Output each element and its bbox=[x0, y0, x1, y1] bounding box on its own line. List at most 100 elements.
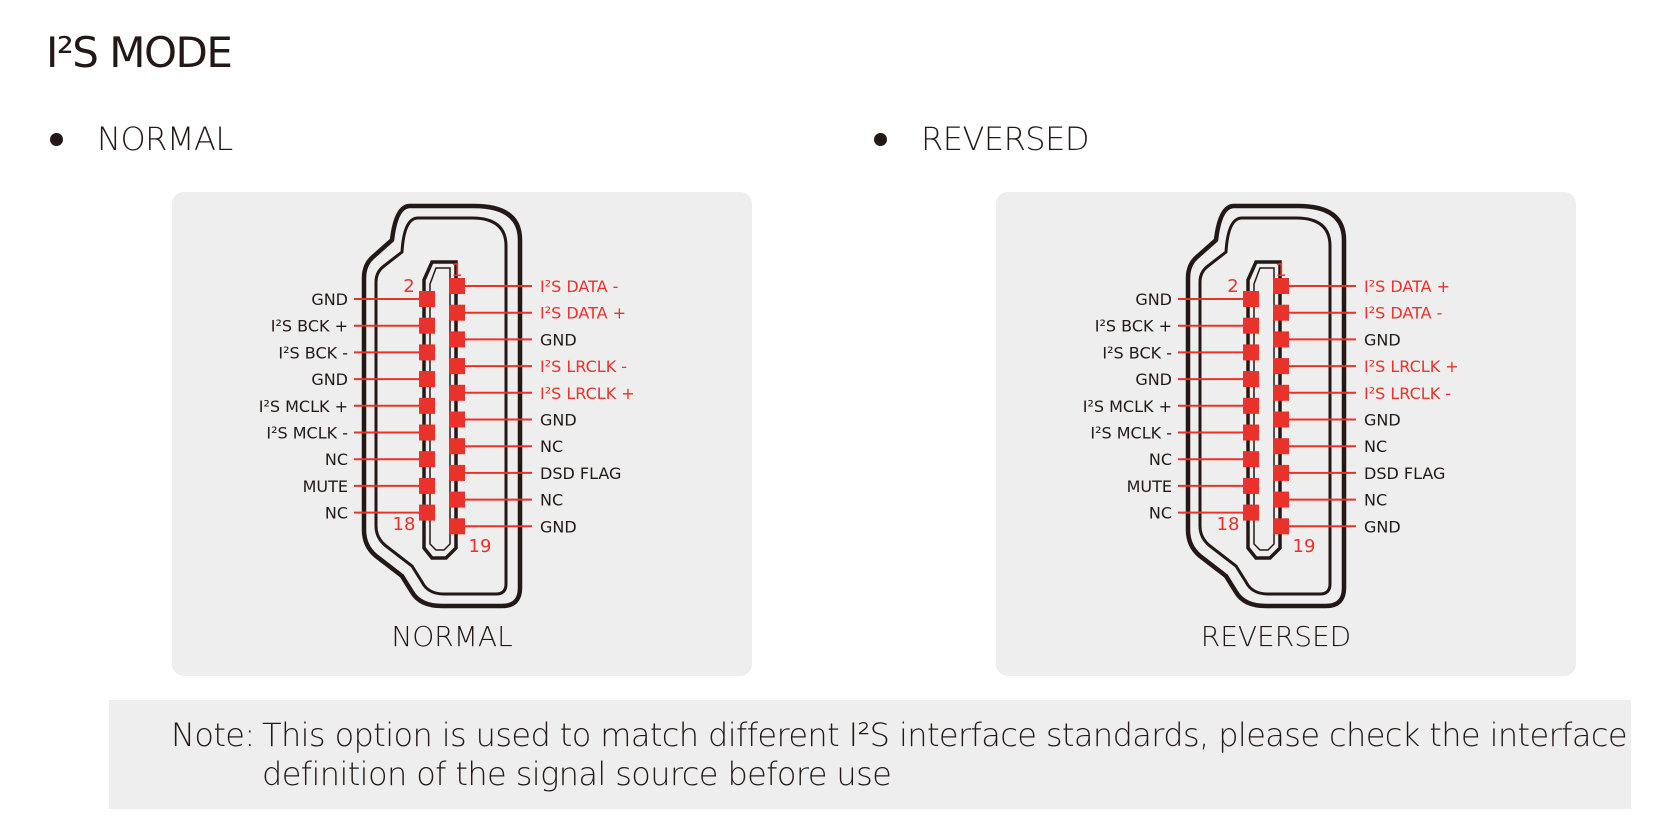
pin-pad-right bbox=[449, 411, 465, 428]
bullet-label-normal: NORMAL bbox=[97, 120, 233, 158]
pin-pad-left bbox=[1243, 397, 1259, 414]
pin-pad-left bbox=[1243, 291, 1259, 307]
pin-label-left: I²S MCLK - bbox=[266, 424, 348, 443]
pin-pad-right bbox=[1273, 278, 1289, 294]
pin-number-1: 1 bbox=[1275, 260, 1286, 281]
pin-pad-right bbox=[1273, 358, 1289, 375]
pin-label-left: I²S MCLK - bbox=[1090, 424, 1172, 443]
pin-label-left: I²S BCK - bbox=[1102, 343, 1172, 362]
pin-pad-left bbox=[419, 317, 435, 334]
pin-pad-left bbox=[419, 477, 435, 494]
pin-pad-right bbox=[1273, 491, 1289, 508]
pin-label-right: NC bbox=[540, 491, 563, 510]
pin-pad-left bbox=[419, 344, 435, 361]
pin-label-right: GND bbox=[1364, 330, 1401, 349]
connector-housing-inner bbox=[1198, 216, 1332, 596]
pin-pad-right bbox=[449, 518, 465, 535]
pin-pad-right bbox=[449, 438, 465, 455]
pin-pad-left bbox=[1243, 317, 1259, 334]
note-line-1: This option is used to match different I… bbox=[262, 716, 1628, 754]
note-line-2: definition of the signal source before u… bbox=[262, 755, 892, 793]
diagram-caption: REVERSED bbox=[1201, 620, 1351, 653]
pin-pad-right bbox=[1273, 518, 1289, 535]
pin-label-left: I²S MCLK + bbox=[1083, 397, 1172, 416]
pin-pad-right bbox=[449, 278, 465, 294]
pin-label-left: GND bbox=[1135, 370, 1172, 389]
pin-pad-right bbox=[1273, 304, 1289, 321]
bullet-dot-icon bbox=[50, 132, 63, 146]
pin-label-left: I²S BCK + bbox=[271, 317, 348, 336]
pin-label-right: I²S DATA + bbox=[540, 304, 626, 323]
pin-number-18: 18 bbox=[393, 514, 416, 535]
pin-label-right: I²S DATA + bbox=[1364, 277, 1450, 296]
pin-pad-left bbox=[419, 451, 435, 468]
pin-label-left: I²S BCK - bbox=[278, 343, 348, 362]
pin-label-right: I²S LRCLK - bbox=[540, 357, 627, 376]
pin-label-left: NC bbox=[1149, 450, 1172, 469]
pin-number-19: 19 bbox=[1293, 536, 1316, 557]
pin-label-right: GND bbox=[540, 517, 577, 536]
diagram-caption: NORMAL bbox=[391, 620, 512, 653]
pin-pad-right bbox=[449, 358, 465, 375]
pin-label-left: NC bbox=[325, 450, 348, 469]
pin-number-19: 19 bbox=[469, 536, 492, 557]
pin-label-left: GND bbox=[311, 370, 348, 389]
pin-pad-right bbox=[449, 331, 465, 348]
pin-label-right: GND bbox=[1364, 411, 1401, 430]
pin-number-18: 18 bbox=[1217, 514, 1240, 535]
pin-pad-left bbox=[419, 424, 435, 441]
pin-pad-right bbox=[449, 491, 465, 508]
pin-label-left: GND bbox=[311, 290, 348, 309]
pin-pad-right bbox=[1273, 464, 1289, 481]
pin-pad-left bbox=[1243, 477, 1259, 494]
pin-label-left: NC bbox=[1149, 504, 1172, 523]
pin-pad-right bbox=[449, 304, 465, 321]
pin-label-right: NC bbox=[540, 437, 563, 456]
pin-label-right: I²S DATA - bbox=[1364, 304, 1442, 323]
pin-pad-left bbox=[419, 504, 435, 521]
pin-pad-left bbox=[419, 291, 435, 307]
pin-number-1: 1 bbox=[451, 260, 462, 281]
bullet-label-reversed: REVERSED bbox=[921, 120, 1089, 158]
pin-label-right: NC bbox=[1364, 491, 1387, 510]
bullet-dot-icon bbox=[874, 132, 887, 146]
pin-pad-right bbox=[1273, 438, 1289, 455]
pin-label-right: GND bbox=[540, 411, 577, 430]
pin-pad-right bbox=[449, 384, 465, 401]
pin-label-right: DSD FLAG bbox=[540, 464, 621, 483]
pin-pad-right bbox=[1273, 331, 1289, 348]
pin-label-left: I²S BCK + bbox=[1095, 317, 1172, 336]
pin-label-right: NC bbox=[1364, 437, 1387, 456]
pin-label-right: I²S DATA - bbox=[540, 277, 618, 296]
pin-label-right: DSD FLAG bbox=[1364, 464, 1445, 483]
bullet-normal: NORMAL bbox=[50, 120, 233, 158]
pin-pad-left bbox=[1243, 504, 1259, 521]
pin-pad-right bbox=[1273, 411, 1289, 428]
connector-housing-outer bbox=[361, 203, 523, 609]
pin-number-2: 2 bbox=[1227, 276, 1238, 297]
pin-label-left: NC bbox=[325, 504, 348, 523]
pin-number-2: 2 bbox=[403, 276, 414, 297]
pin-label-left: GND bbox=[1135, 290, 1172, 309]
pin-pad-left bbox=[1243, 451, 1259, 468]
pin-label-right: GND bbox=[540, 330, 577, 349]
pin-pad-left bbox=[1243, 424, 1259, 441]
pin-pad-left bbox=[419, 397, 435, 414]
connector-housing-outer bbox=[1185, 203, 1347, 609]
pin-label-right: GND bbox=[1364, 517, 1401, 536]
note-box: Note: This option is used to match diffe… bbox=[109, 700, 1631, 809]
pin-pad-left bbox=[419, 371, 435, 388]
pin-pad-right bbox=[449, 464, 465, 481]
connector-housing-inner bbox=[374, 216, 508, 596]
pin-pad-right bbox=[1273, 384, 1289, 401]
bullet-reversed: REVERSED bbox=[874, 120, 1089, 158]
pin-label-left: I²S MCLK + bbox=[259, 397, 348, 416]
note-prefix: Note: bbox=[171, 716, 255, 754]
page-title: I²S MODE bbox=[46, 28, 233, 77]
pin-pad-left bbox=[1243, 371, 1259, 388]
pin-label-right: I²S LRCLK - bbox=[1364, 384, 1451, 403]
